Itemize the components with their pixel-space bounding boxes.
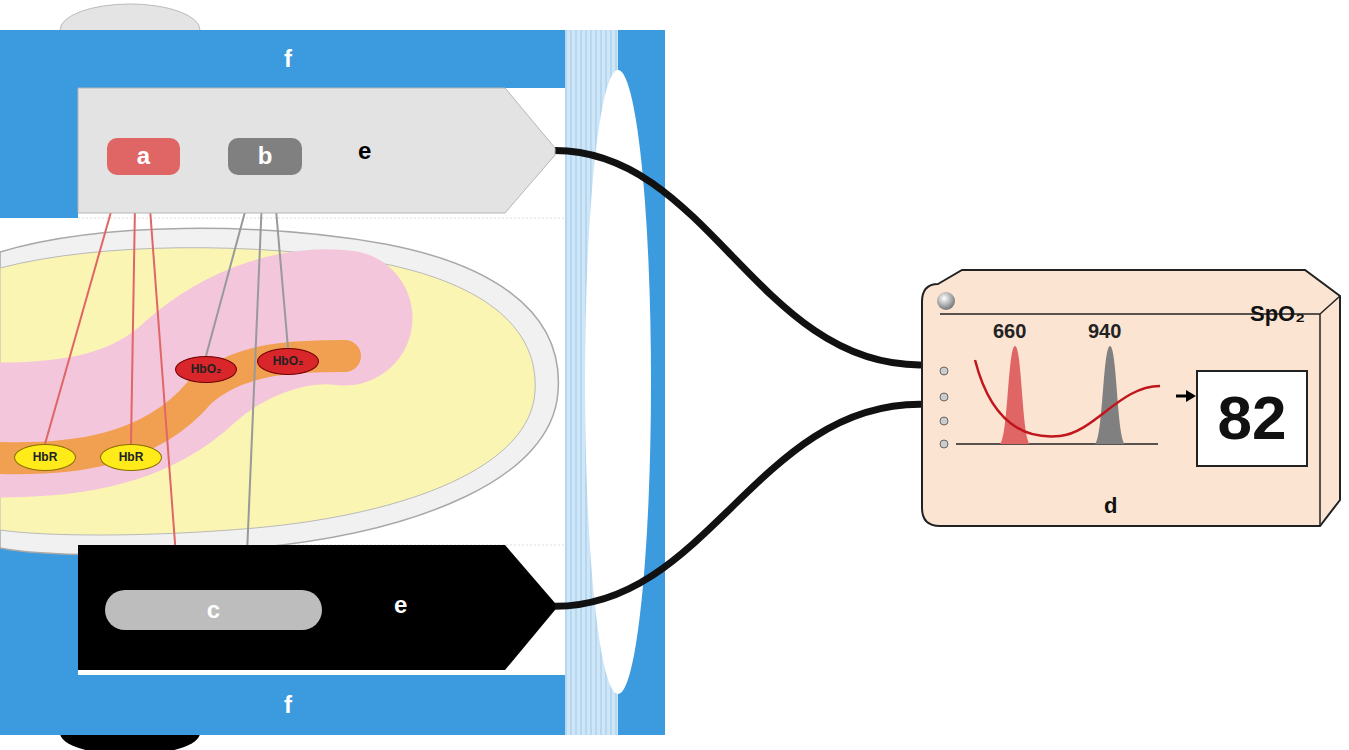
oxy-hemoglobin: HbO₂ [257,348,319,375]
light-path [148,175,179,590]
sensor-cable [555,404,920,606]
node-label: e [358,138,371,164]
clip-arm [0,30,570,88]
callout-letter: f [284,692,292,718]
red-led: a [107,138,180,175]
emitter-housing: eab [78,88,555,213]
oxy-hemoglobin: HbO₂ [175,356,237,383]
node-label: HbO₂ [191,363,222,376]
node-label: HbR [119,451,144,464]
node-label: d [1104,494,1117,518]
node-label: HbR [33,451,58,464]
clip-arm [0,545,78,675]
tissue [0,248,535,535]
node-label: a [137,143,150,169]
clip-arm [0,88,78,218]
sensor-cable [555,151,920,365]
deoxy-hemoglobin: HbR [14,444,76,471]
oximeter-monitor: 660 940 SpO₂ d 82 [920,268,1342,530]
detector-housing: ec [78,545,555,670]
spo2-display: 82 [1196,370,1308,467]
node-label: 82 [1218,384,1287,452]
node-label: 940 [1088,320,1121,342]
node-label: e [394,592,407,618]
node-label: SpO₂ [1250,302,1305,326]
photodetector: c [105,590,322,630]
light-path [45,175,122,444]
deoxy-hemoglobin: HbR [100,444,162,471]
infrared-led: b [228,138,302,175]
node-label: c [207,597,220,623]
callout-letter: f [284,46,292,72]
node-label: HbO₂ [273,355,304,368]
finger [0,228,558,554]
node-label: 660 [993,320,1026,342]
clip-arm [0,675,570,735]
node-label: b [258,143,273,169]
light-path [131,175,136,444]
light-path [246,175,264,590]
